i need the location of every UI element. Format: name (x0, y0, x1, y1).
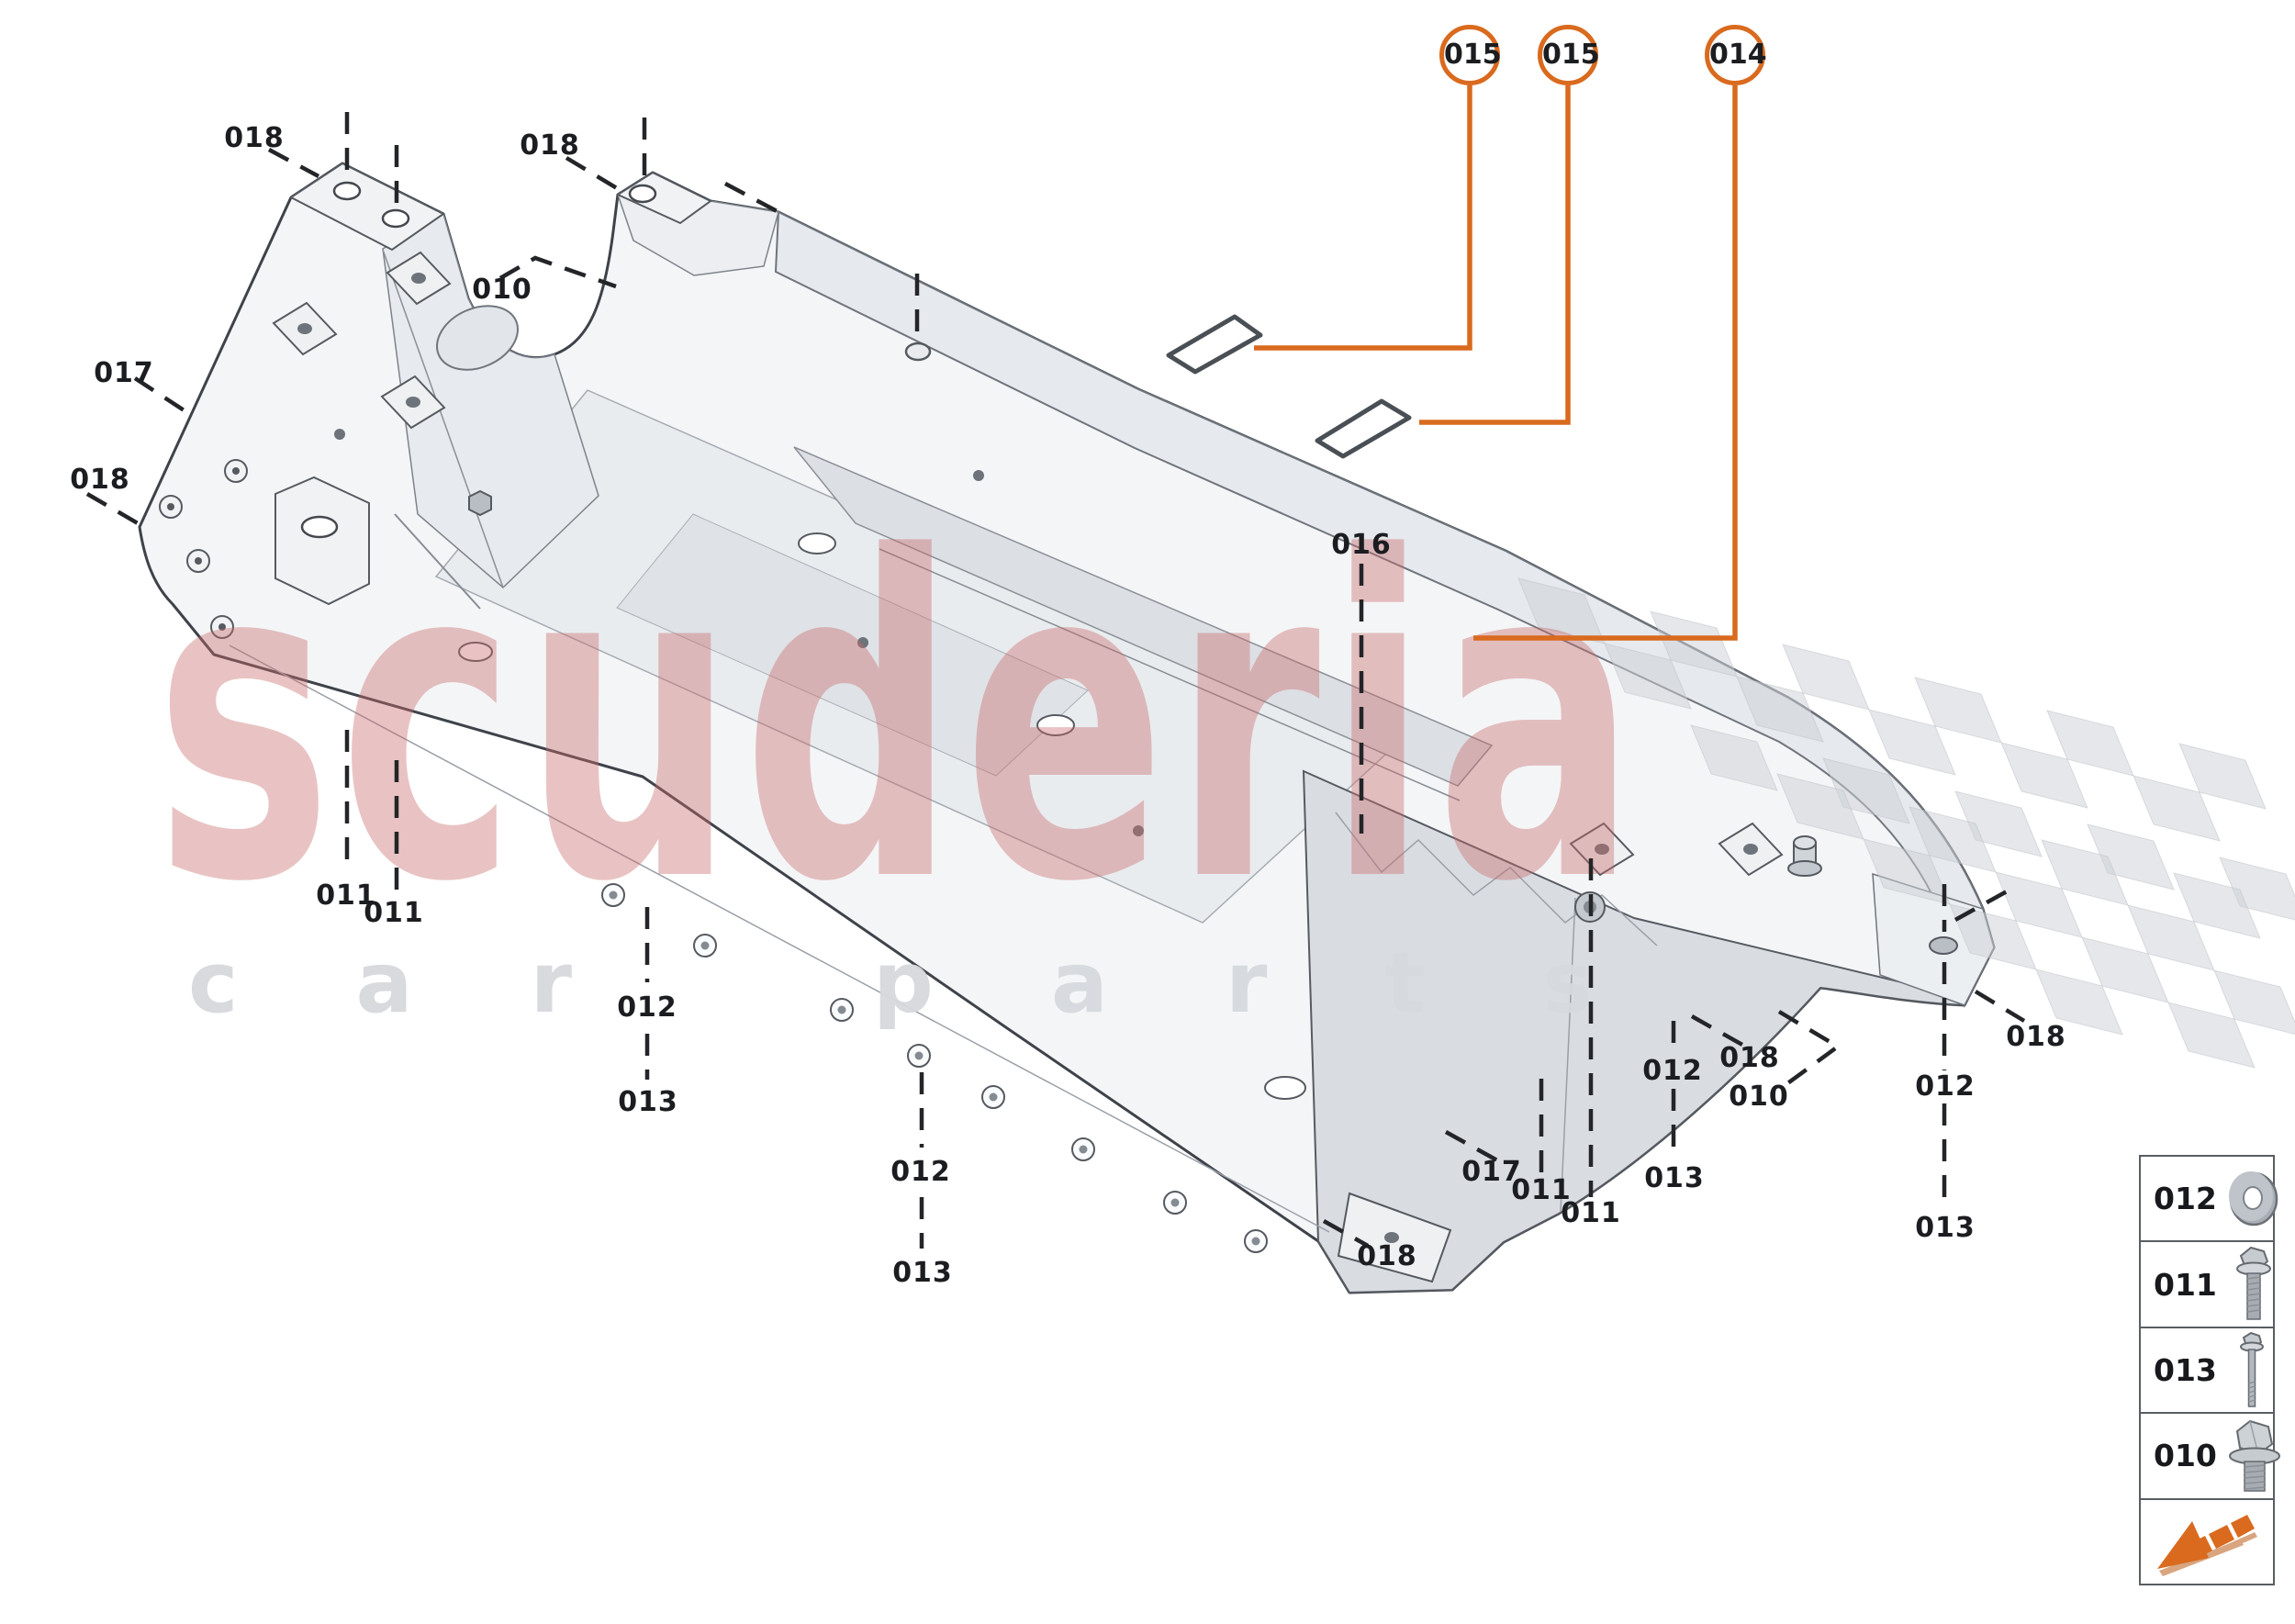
legend-row: 010 (2141, 1414, 2280, 1500)
short-flange-bolt-icon (2228, 1419, 2280, 1492)
watermark-brand: scuderia (154, 465, 1644, 978)
part-label: 013 (618, 1086, 678, 1118)
part-label: 010 (472, 274, 532, 306)
flag-checker-cell (2213, 969, 2295, 1036)
part-label: 011 (316, 879, 376, 912)
flag-checker-cell (1604, 643, 1692, 710)
washer-icon (2228, 1170, 2278, 1226)
watermark-tagline: car parts (188, 934, 1710, 1032)
part-label: 018 (224, 122, 285, 154)
part-label: 011 (364, 897, 424, 929)
part-label: 018 (1357, 1240, 1417, 1272)
part-label: 016 (1331, 529, 1392, 561)
fastener-legend: 012 011 013 (2139, 1155, 2280, 1585)
legend-part-code: 011 (2154, 1266, 2217, 1303)
thin-screw-icon (2239, 1331, 2264, 1407)
part-label: 010 (1729, 1081, 1789, 1113)
chassis-tray-illustration (138, 162, 1996, 1294)
part-label: 017 (1461, 1156, 1522, 1188)
legend-row: 011 (2141, 1242, 2273, 1328)
flag-checker-cell (2000, 742, 2088, 809)
part-label: 013 (1915, 1212, 1976, 1244)
legend-part-code: 010 (2154, 1438, 2217, 1474)
part-label: 012 (890, 1156, 951, 1188)
part-label: 018 (1719, 1042, 1780, 1074)
legend-row (2141, 1500, 2273, 1584)
flag-checker-cell (2173, 872, 2261, 939)
brand-arrow-logo (2157, 1515, 2257, 1577)
orange-callout-lines (1254, 85, 1738, 641)
part-label: 012 (1642, 1055, 1703, 1087)
callout-leader-lines (85, 112, 2026, 1249)
flag-checker-cell (2167, 1002, 2256, 1069)
flag-checker-cell (2178, 743, 2267, 810)
circled-callout: 014 (1705, 25, 1767, 85)
part-label: 011 (1561, 1197, 1621, 1229)
circled-callout: 015 (1439, 25, 1502, 85)
part-label: 011 (1511, 1174, 1572, 1206)
part-label: 018 (70, 464, 130, 496)
part-label: 013 (892, 1257, 953, 1289)
flag-checker-cell (2035, 969, 2123, 1036)
part-label: 013 (1644, 1162, 1705, 1194)
legend-row: 013 (2141, 1328, 2273, 1415)
legend-row: 012 (2141, 1157, 2278, 1243)
shim-plate-outlines (1166, 314, 1412, 459)
flag-checker-cell (2133, 775, 2221, 842)
legend-part-code: 013 (2154, 1352, 2217, 1389)
circled-callout: 015 (1538, 25, 1600, 85)
flag-checker-cell (1868, 709, 1956, 776)
part-label: 012 (1915, 1070, 1976, 1103)
flag-checker-cell (1690, 724, 1778, 791)
part-label: 018 (2006, 1021, 2066, 1053)
part-label: 018 (520, 129, 580, 162)
part-label: 012 (617, 991, 677, 1024)
part-label: 017 (94, 357, 154, 389)
long-flange-bolt-icon (2235, 1247, 2271, 1320)
flag-checker-cell (1736, 676, 1824, 743)
legend-part-code: 012 (2154, 1181, 2217, 1217)
checkered-flag-watermark (1517, 577, 2295, 1069)
